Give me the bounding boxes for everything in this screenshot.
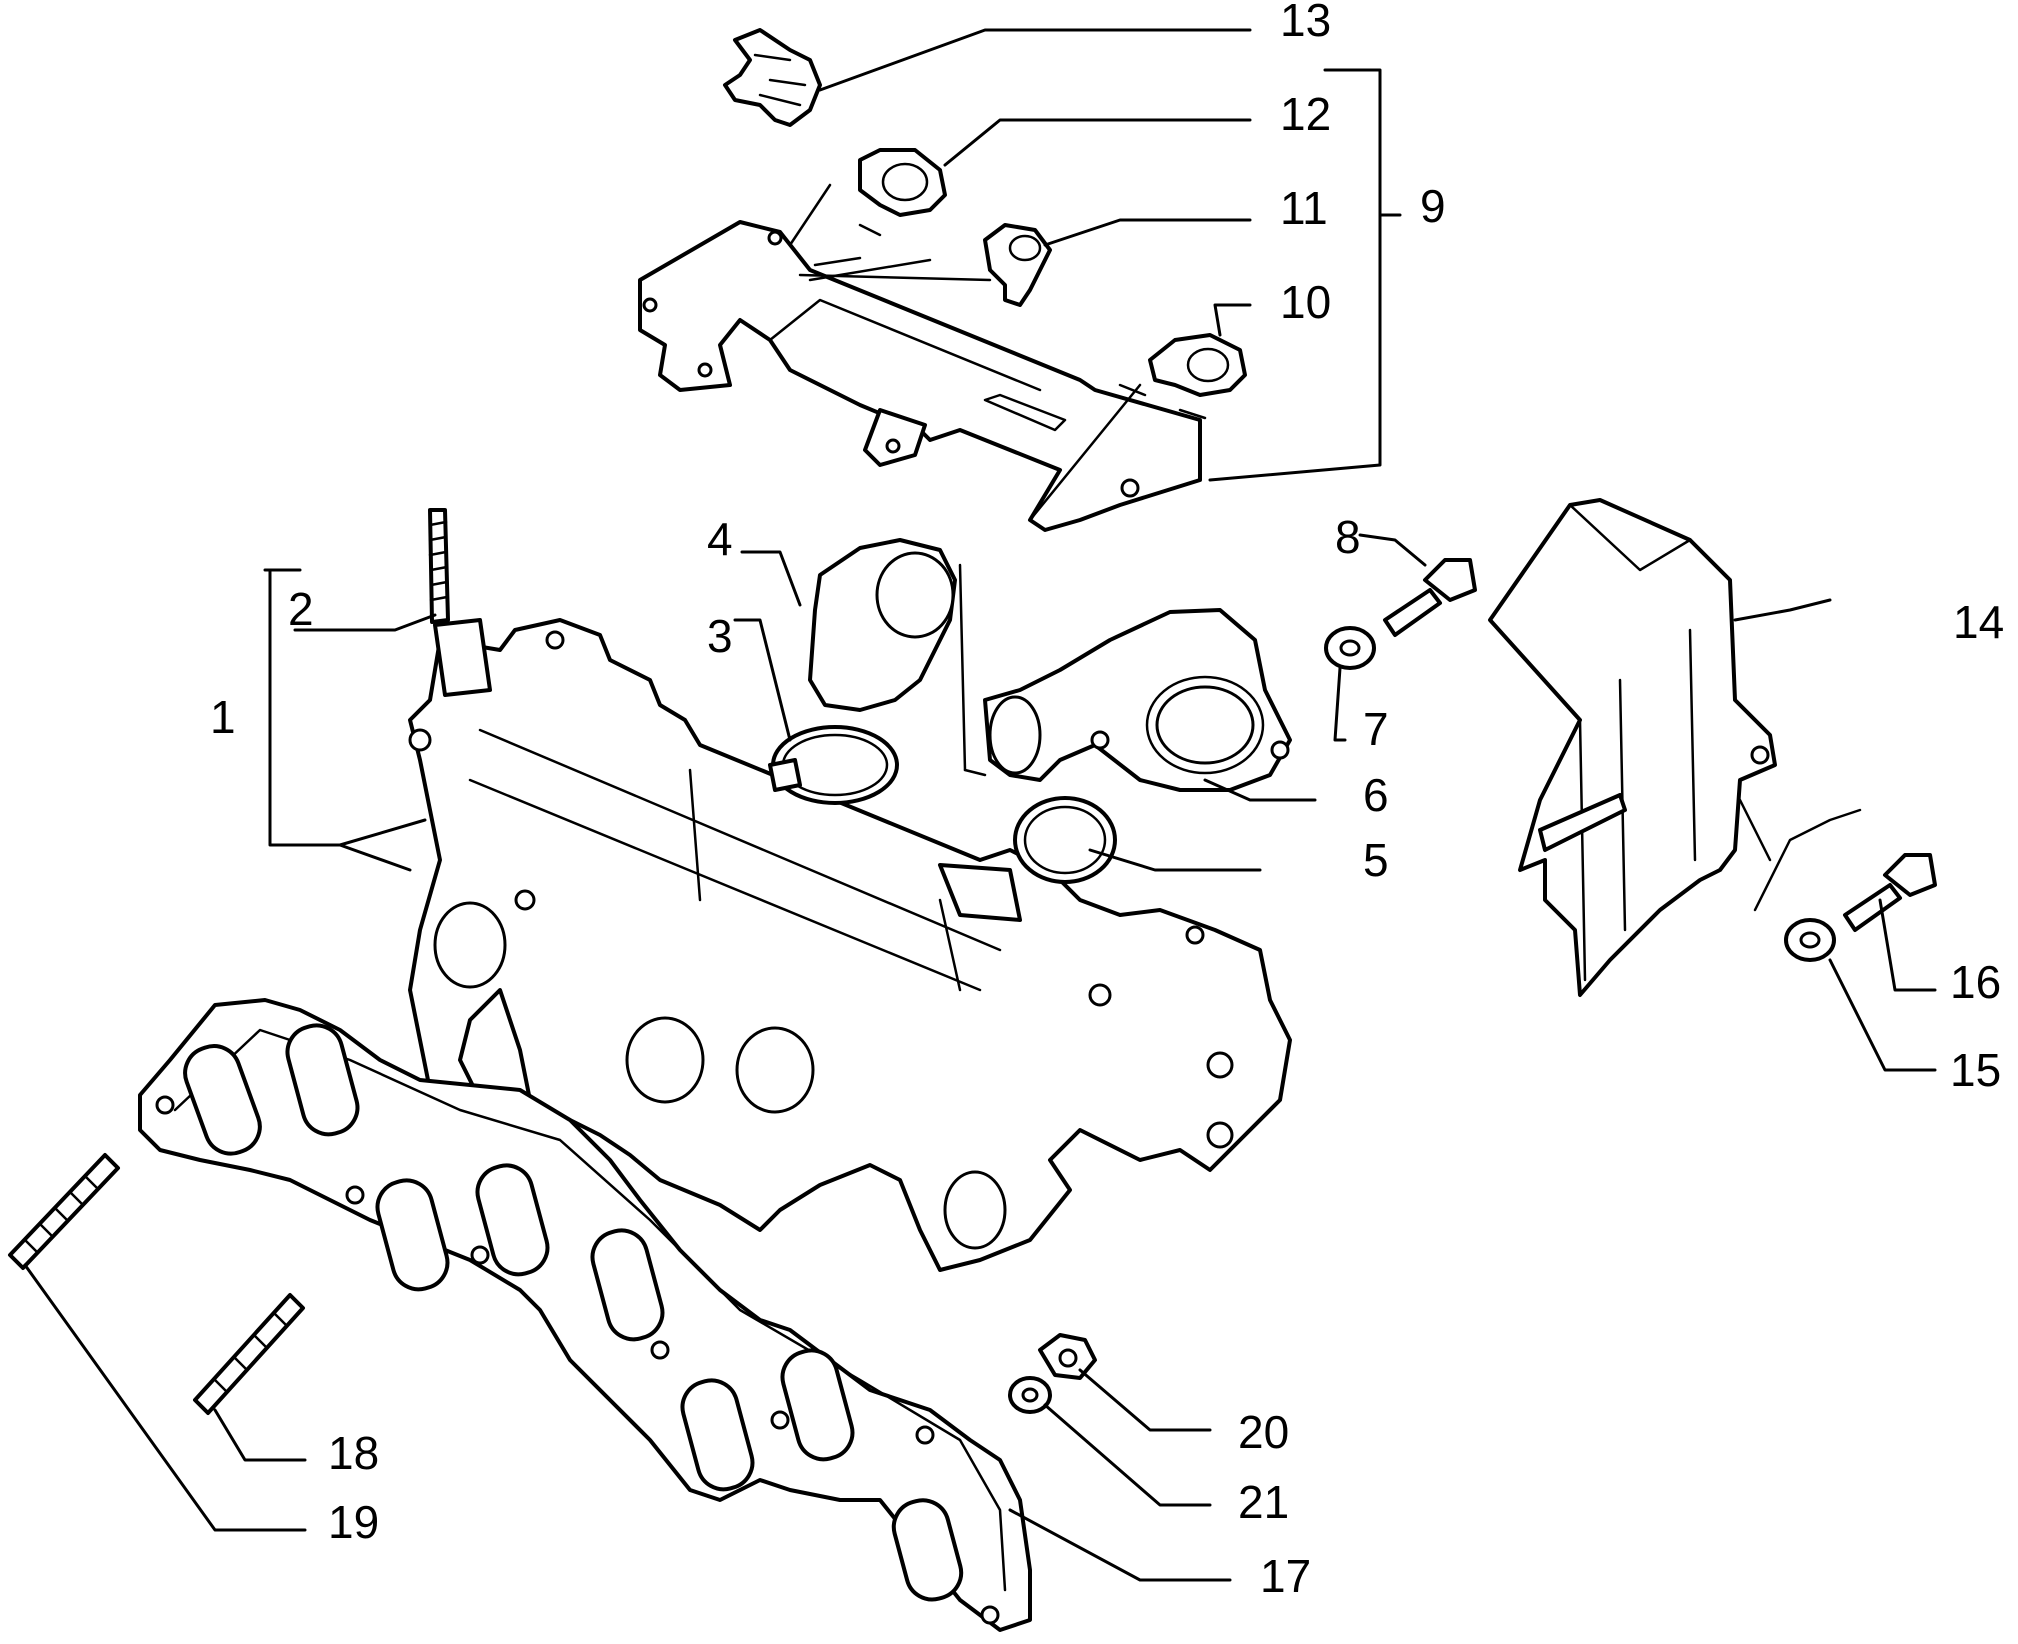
callout-16: 16 <box>1950 956 2001 1008</box>
part-5-o-ring <box>1013 796 1117 884</box>
part-6-outlet-housing <box>983 608 1292 792</box>
callout-18: 18 <box>328 1427 379 1479</box>
part-16-bolt <box>1738 798 1937 932</box>
part-10-clip <box>1148 333 1247 397</box>
callout-21: 21 <box>1238 1476 1289 1528</box>
part-20-nut <box>1038 1333 1097 1380</box>
callout-13: 13 <box>1280 0 1331 46</box>
callout-14: 14 <box>1953 596 2004 648</box>
callout-4: 4 <box>707 513 733 565</box>
callout-11: 11 <box>1280 182 1328 234</box>
leader-lines <box>23 28 1937 1582</box>
callout-7: 7 <box>1363 703 1389 755</box>
callout-10: 10 <box>1280 276 1331 328</box>
callout-12: 12 <box>1280 88 1331 140</box>
callout-5: 5 <box>1363 834 1389 886</box>
part-2-stud <box>428 508 450 624</box>
callout-labels: 1 2 3 4 5 6 7 8 9 10 11 12 13 14 15 16 1… <box>210 0 2004 1602</box>
callout-20: 20 <box>1238 1406 1289 1458</box>
callout-2: 2 <box>288 583 314 635</box>
part-19-stud <box>8 1153 120 1270</box>
part-21-washer <box>1008 1376 1052 1414</box>
part-17-gasket <box>138 998 1032 1632</box>
part-18-stud <box>193 1293 305 1415</box>
part-4-hose <box>808 538 987 777</box>
part-14-heat-shield <box>1488 498 1777 997</box>
callout-9: 9 <box>1420 180 1446 232</box>
callout-3: 3 <box>707 610 733 662</box>
part-12-clip <box>858 148 947 217</box>
part-3-clamp <box>768 725 899 805</box>
part-8-bolt <box>1383 558 1477 637</box>
callout-1: 1 <box>210 691 236 743</box>
callout-19: 19 <box>328 1496 379 1548</box>
callout-17: 17 <box>1260 1550 1311 1602</box>
callout-6: 6 <box>1363 769 1389 821</box>
part-15-washer <box>1784 918 1836 962</box>
part-7-washer <box>1324 626 1376 670</box>
callout-8: 8 <box>1335 511 1361 563</box>
part-11-clip <box>983 223 1052 307</box>
part-9-bracket <box>638 183 1207 532</box>
part-13-clip <box>723 28 822 127</box>
callout-15: 15 <box>1950 1044 2001 1096</box>
